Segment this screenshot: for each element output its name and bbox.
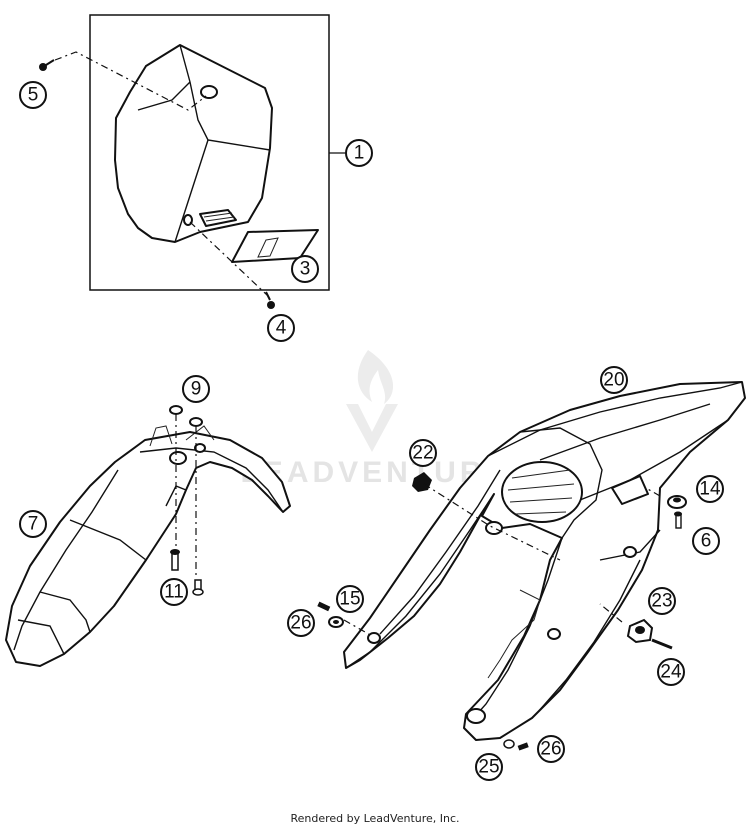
washer-15 <box>328 616 344 628</box>
screw-6 <box>674 511 682 529</box>
callout-15-label: 15 <box>339 589 360 610</box>
callout-1: 1 <box>345 139 373 167</box>
callout-20: 20 <box>600 366 628 394</box>
callout-23: 23 <box>648 587 676 615</box>
callout-14-label: 14 <box>699 479 721 500</box>
callout-25: 25 <box>475 753 503 781</box>
screw-26-left <box>317 601 331 612</box>
callout-9: 9 <box>182 375 210 403</box>
nut-23 <box>626 618 654 644</box>
nut-22 <box>412 472 432 492</box>
callout-6: 6 <box>692 527 720 555</box>
callout-14: 14 <box>696 475 724 503</box>
callout-26-left: 26 <box>287 609 315 637</box>
screw-11 <box>170 549 204 596</box>
callout-22: 22 <box>409 439 437 467</box>
callout-4-label: 4 <box>276 318 287 339</box>
callout-5-label: 5 <box>28 85 39 106</box>
callout-24: 24 <box>657 658 685 686</box>
screw-24 <box>651 638 673 650</box>
footer-credit: Rendered by LeadVenture, Inc. <box>290 812 460 825</box>
screw-5 <box>39 59 55 71</box>
callout-26-right: 26 <box>537 735 565 763</box>
callout-7: 7 <box>19 510 47 538</box>
callout-5: 5 <box>19 81 47 109</box>
callout-11: 11 <box>160 578 188 606</box>
number-plate <box>114 44 273 243</box>
washer-25 <box>503 739 515 749</box>
callout-15: 15 <box>336 585 364 613</box>
leadventure-watermark: LEADVENTURE <box>240 350 509 489</box>
callout-9-label: 9 <box>191 379 202 400</box>
callout-7-label: 7 <box>28 514 39 535</box>
callout-26-left-label: 26 <box>290 613 311 634</box>
front-fender <box>5 425 291 667</box>
screw-4 <box>265 291 275 309</box>
callout-11-label: 11 <box>164 582 184 603</box>
watermark-text: LEADVENTURE <box>240 456 509 489</box>
screw-26-right <box>517 742 529 751</box>
callout-23-label: 23 <box>651 591 672 612</box>
callout-20-label: 20 <box>603 370 624 391</box>
rear-fender <box>343 381 746 741</box>
callout-26-right-label: 26 <box>540 739 561 760</box>
callout-1-label: 1 <box>354 143 365 164</box>
callout-3-label: 3 <box>300 259 311 280</box>
callout-25-label: 25 <box>478 757 499 778</box>
callout-3: 3 <box>291 255 319 283</box>
grommet-14 <box>667 495 687 509</box>
grommet-9 <box>169 405 203 427</box>
callout-4: 4 <box>267 314 295 342</box>
callout-22-label: 22 <box>412 443 433 464</box>
callout-6-label: 6 <box>701 531 712 552</box>
callout-24-label: 24 <box>660 662 682 683</box>
